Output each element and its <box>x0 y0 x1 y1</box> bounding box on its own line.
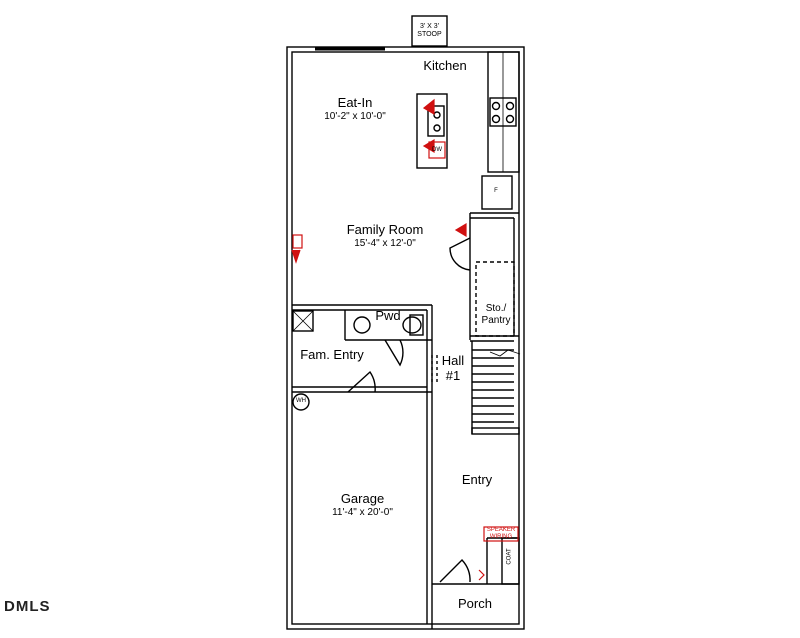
door-chime <box>478 569 485 581</box>
pwd-label: Pwd <box>375 308 401 323</box>
water-heater <box>292 393 310 411</box>
eat-in-label: Eat-In 10'-2" x 10'-0" <box>324 95 386 122</box>
kitchen-island <box>416 93 448 169</box>
kitchen-label: Kitchen <box>423 58 467 73</box>
family-room-label: Family Room 15'-4" x 12'-0" <box>346 222 424 249</box>
dishwasher <box>428 141 446 159</box>
fam-entry-closet <box>292 310 314 332</box>
hall-label: Hall #1 <box>441 353 465 383</box>
island-outlet-top <box>422 98 435 116</box>
outer-wall-exterior <box>286 46 525 630</box>
speaker-wiring-label: SPEAKER WIRING <box>486 527 516 540</box>
stoop-label: 3' X 3' STOOP <box>417 23 442 39</box>
tv-outlet <box>292 234 303 249</box>
coat-label: COAT <box>506 548 513 565</box>
kitchen-counter <box>487 51 520 173</box>
fridge <box>481 175 513 210</box>
fam-entry-label: Fam. Entry <box>300 347 364 362</box>
storage-label: Sto./ Pantry <box>481 303 511 326</box>
powder-door <box>384 339 404 367</box>
garage-door <box>347 370 376 393</box>
stoop-box <box>411 15 448 47</box>
fridge-label: F <box>494 188 498 194</box>
porch-label: Porch <box>458 596 492 611</box>
stairs <box>471 341 521 435</box>
outer-wall-interior <box>291 51 520 625</box>
dw-label: DW <box>432 147 442 153</box>
front-door <box>439 558 471 583</box>
sink <box>427 105 445 137</box>
powder-sink <box>353 316 371 334</box>
dmls-watermark: DMLS <box>4 598 51 615</box>
pantry-door <box>449 237 471 271</box>
entry-label: Entry <box>461 472 493 487</box>
range <box>489 97 517 127</box>
powder-toilet <box>409 314 424 336</box>
garage-label: Garage 11'-4" x 20'-0" <box>332 491 393 518</box>
wiring-symbol <box>454 222 467 238</box>
wh-label: WH <box>296 398 306 404</box>
